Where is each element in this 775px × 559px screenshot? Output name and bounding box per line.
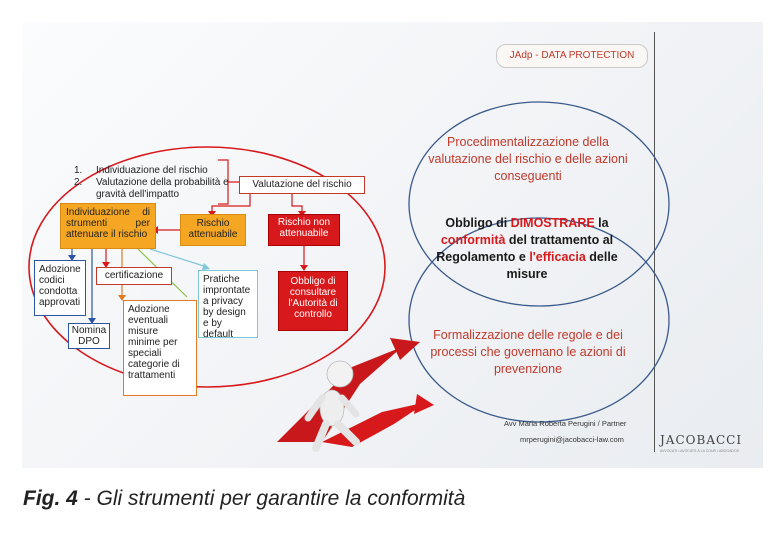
- presentation-slide: JAdp - DATA PROTECTION: [22, 22, 763, 468]
- jacobacci-logo: JACOBACCI: [660, 433, 743, 447]
- adozione-misure-box: Adozione eventuali misure minime per spe…: [123, 300, 197, 396]
- pratiche-privacy-box: Pratiche improntate a privacy by design …: [198, 270, 258, 340]
- figure-caption: Fig. 4 - Gli strumenti per garantire la …: [23, 487, 465, 511]
- logo-subtitle: AVVOCATI • AVOCATS À LA COUR • ABOGADOS: [660, 449, 740, 453]
- rischio-non-attenuabile-box: Rischio non attenuabile: [268, 214, 340, 246]
- valutazione-rischio-box: Valutazione del rischio: [239, 176, 365, 194]
- rischio-attenuabile-box: Rischio attenuabile: [180, 214, 246, 246]
- partner-name: Avv Maria Roberta Perugini / Partner: [504, 419, 627, 428]
- caption-text: - Gli strumenti per garantire la conform…: [77, 487, 466, 510]
- nomina-dpo-box: Nomina DPO: [68, 323, 110, 349]
- adozione-codici-box: Adozione codici condotta approvati: [34, 260, 86, 316]
- diagram-graphics: [28, 101, 670, 452]
- risk-steps-list: 1.Individuazione del rischio 2.Valutazio…: [74, 165, 246, 201]
- person-figure: [304, 360, 360, 452]
- list-brace: [218, 159, 239, 205]
- figure-label: Fig. 4: [23, 487, 78, 510]
- risk-ellipse: [28, 146, 386, 388]
- obbligo-consultare-box: Obbligo di consultare l'Autorità di cont…: [278, 271, 348, 331]
- venn-ellipse-bottom: [408, 217, 670, 423]
- list-item: 1.Individuazione del rischio: [74, 165, 208, 176]
- vertical-divider: [654, 32, 655, 452]
- venn-middle-text: Obbligo di DIMOSTRARE la conformità del …: [436, 216, 618, 281]
- partner-email: mrperugini@jacobacci-law.com: [520, 435, 624, 444]
- individuazione-strumenti-box: Individuazione di strumenti per attenuar…: [60, 203, 156, 249]
- venn-ellipse-top: [408, 101, 670, 307]
- venn-top-text: Procedimentalizzazione della valutazione…: [428, 135, 628, 183]
- header-tag: JAdp - DATA PROTECTION: [496, 44, 648, 68]
- certificazione-box: certificazione: [96, 267, 172, 285]
- list-item: 2.Valutazione della probabilità e gravit…: [74, 177, 229, 200]
- venn-bottom-text: Formalizzazione delle regole e dei proce…: [430, 328, 626, 376]
